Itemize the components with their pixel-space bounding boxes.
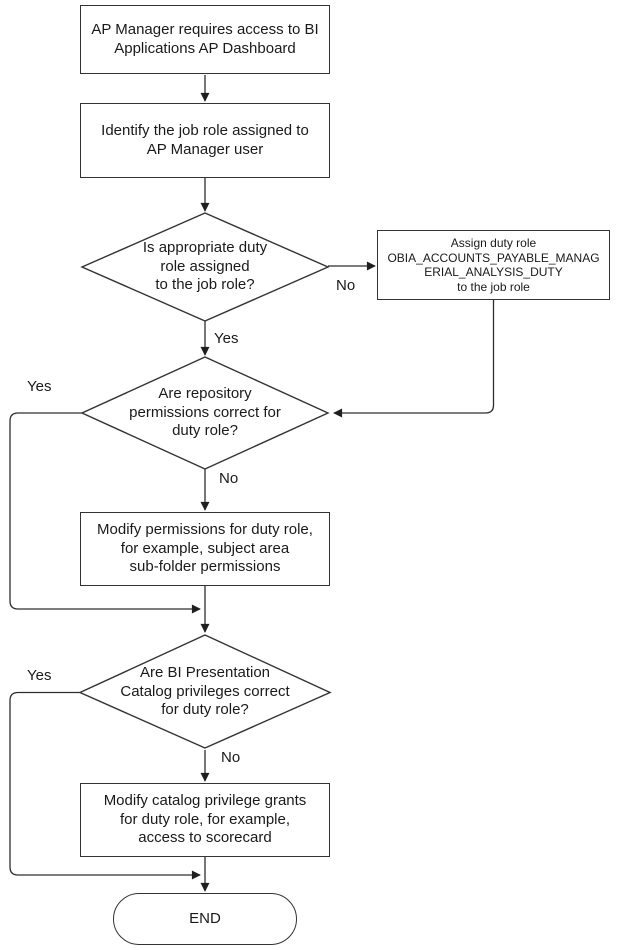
modify-catalog-privileges-text: Modify catalog privilege grants	[103, 792, 307, 810]
repository-permissions-decision-diamond	[80, 356, 330, 470]
start-node-text: AP Manager requires access to BI	[91, 21, 319, 38]
end-node: END	[113, 893, 297, 945]
assign-duty-role-text: ERIAL_ANALYSIS_DUTY	[424, 265, 563, 279]
modify-catalog-privileges-text: for duty role, for example,	[119, 810, 291, 828]
edge-label-duty-role-yes: Yes	[214, 330, 239, 347]
connector-repository-yes-loop	[9, 412, 201, 614]
edge-label-catalog-no: No	[221, 749, 241, 766]
assign-duty-role-text: to the job role	[457, 279, 530, 294]
modify-permissions-text: for example, subject area	[120, 539, 290, 557]
assign-duty-role-node: Assign duty role OBIA_ACCOUNTS_PAYABLE_M…	[377, 230, 610, 300]
repository-permissions-decision-text: Are repository permissions correct for d…	[129, 385, 281, 440]
catalog-privileges-decision-text: Are BI Presentation Catalog privileges c…	[120, 664, 290, 719]
modify-permissions-text: sub-folder permissions	[129, 558, 281, 576]
edge-label-repository-no: No	[219, 470, 239, 487]
start-node-text: Applications AP Dashboard	[114, 39, 296, 57]
modify-permissions-text: Modify permissions for duty role,	[97, 521, 313, 539]
identify-job-role-node: Identify the job role assigned to AP Man…	[80, 103, 330, 178]
edge-label-duty-role-no: No	[336, 277, 356, 294]
identify-job-role-text: Identify the job role assigned to	[101, 122, 309, 139]
assign-duty-role-text: OBIA_ACCOUNTS_PAYABLE_MANAG	[387, 250, 600, 265]
edge-label-repository-yes: Yes	[27, 378, 52, 395]
modify-permissions-node: Modify permissions for duty role, for ex…	[80, 512, 330, 586]
end-node-label: END	[189, 909, 221, 927]
modify-catalog-privileges-text: access to scorecard	[138, 829, 272, 847]
connector-assign-to-repository-decision	[333, 300, 495, 418]
edge-label-catalog-yes: Yes	[27, 667, 52, 684]
modify-catalog-privileges-node: Modify catalog privilege grants for duty…	[80, 783, 330, 857]
duty-role-decision-diamond	[80, 212, 330, 322]
duty-role-decision-text: Is appropriate duty role assigned to the…	[142, 239, 268, 294]
connector-catalog-yes-loop	[9, 691, 201, 880]
identify-job-role-text: AP Manager user	[146, 140, 264, 158]
start-node: AP Manager requires access to BI Applica…	[80, 5, 330, 74]
assign-duty-role-text: Assign duty role	[450, 236, 537, 250]
catalog-privileges-decision-diamond	[78, 634, 332, 749]
